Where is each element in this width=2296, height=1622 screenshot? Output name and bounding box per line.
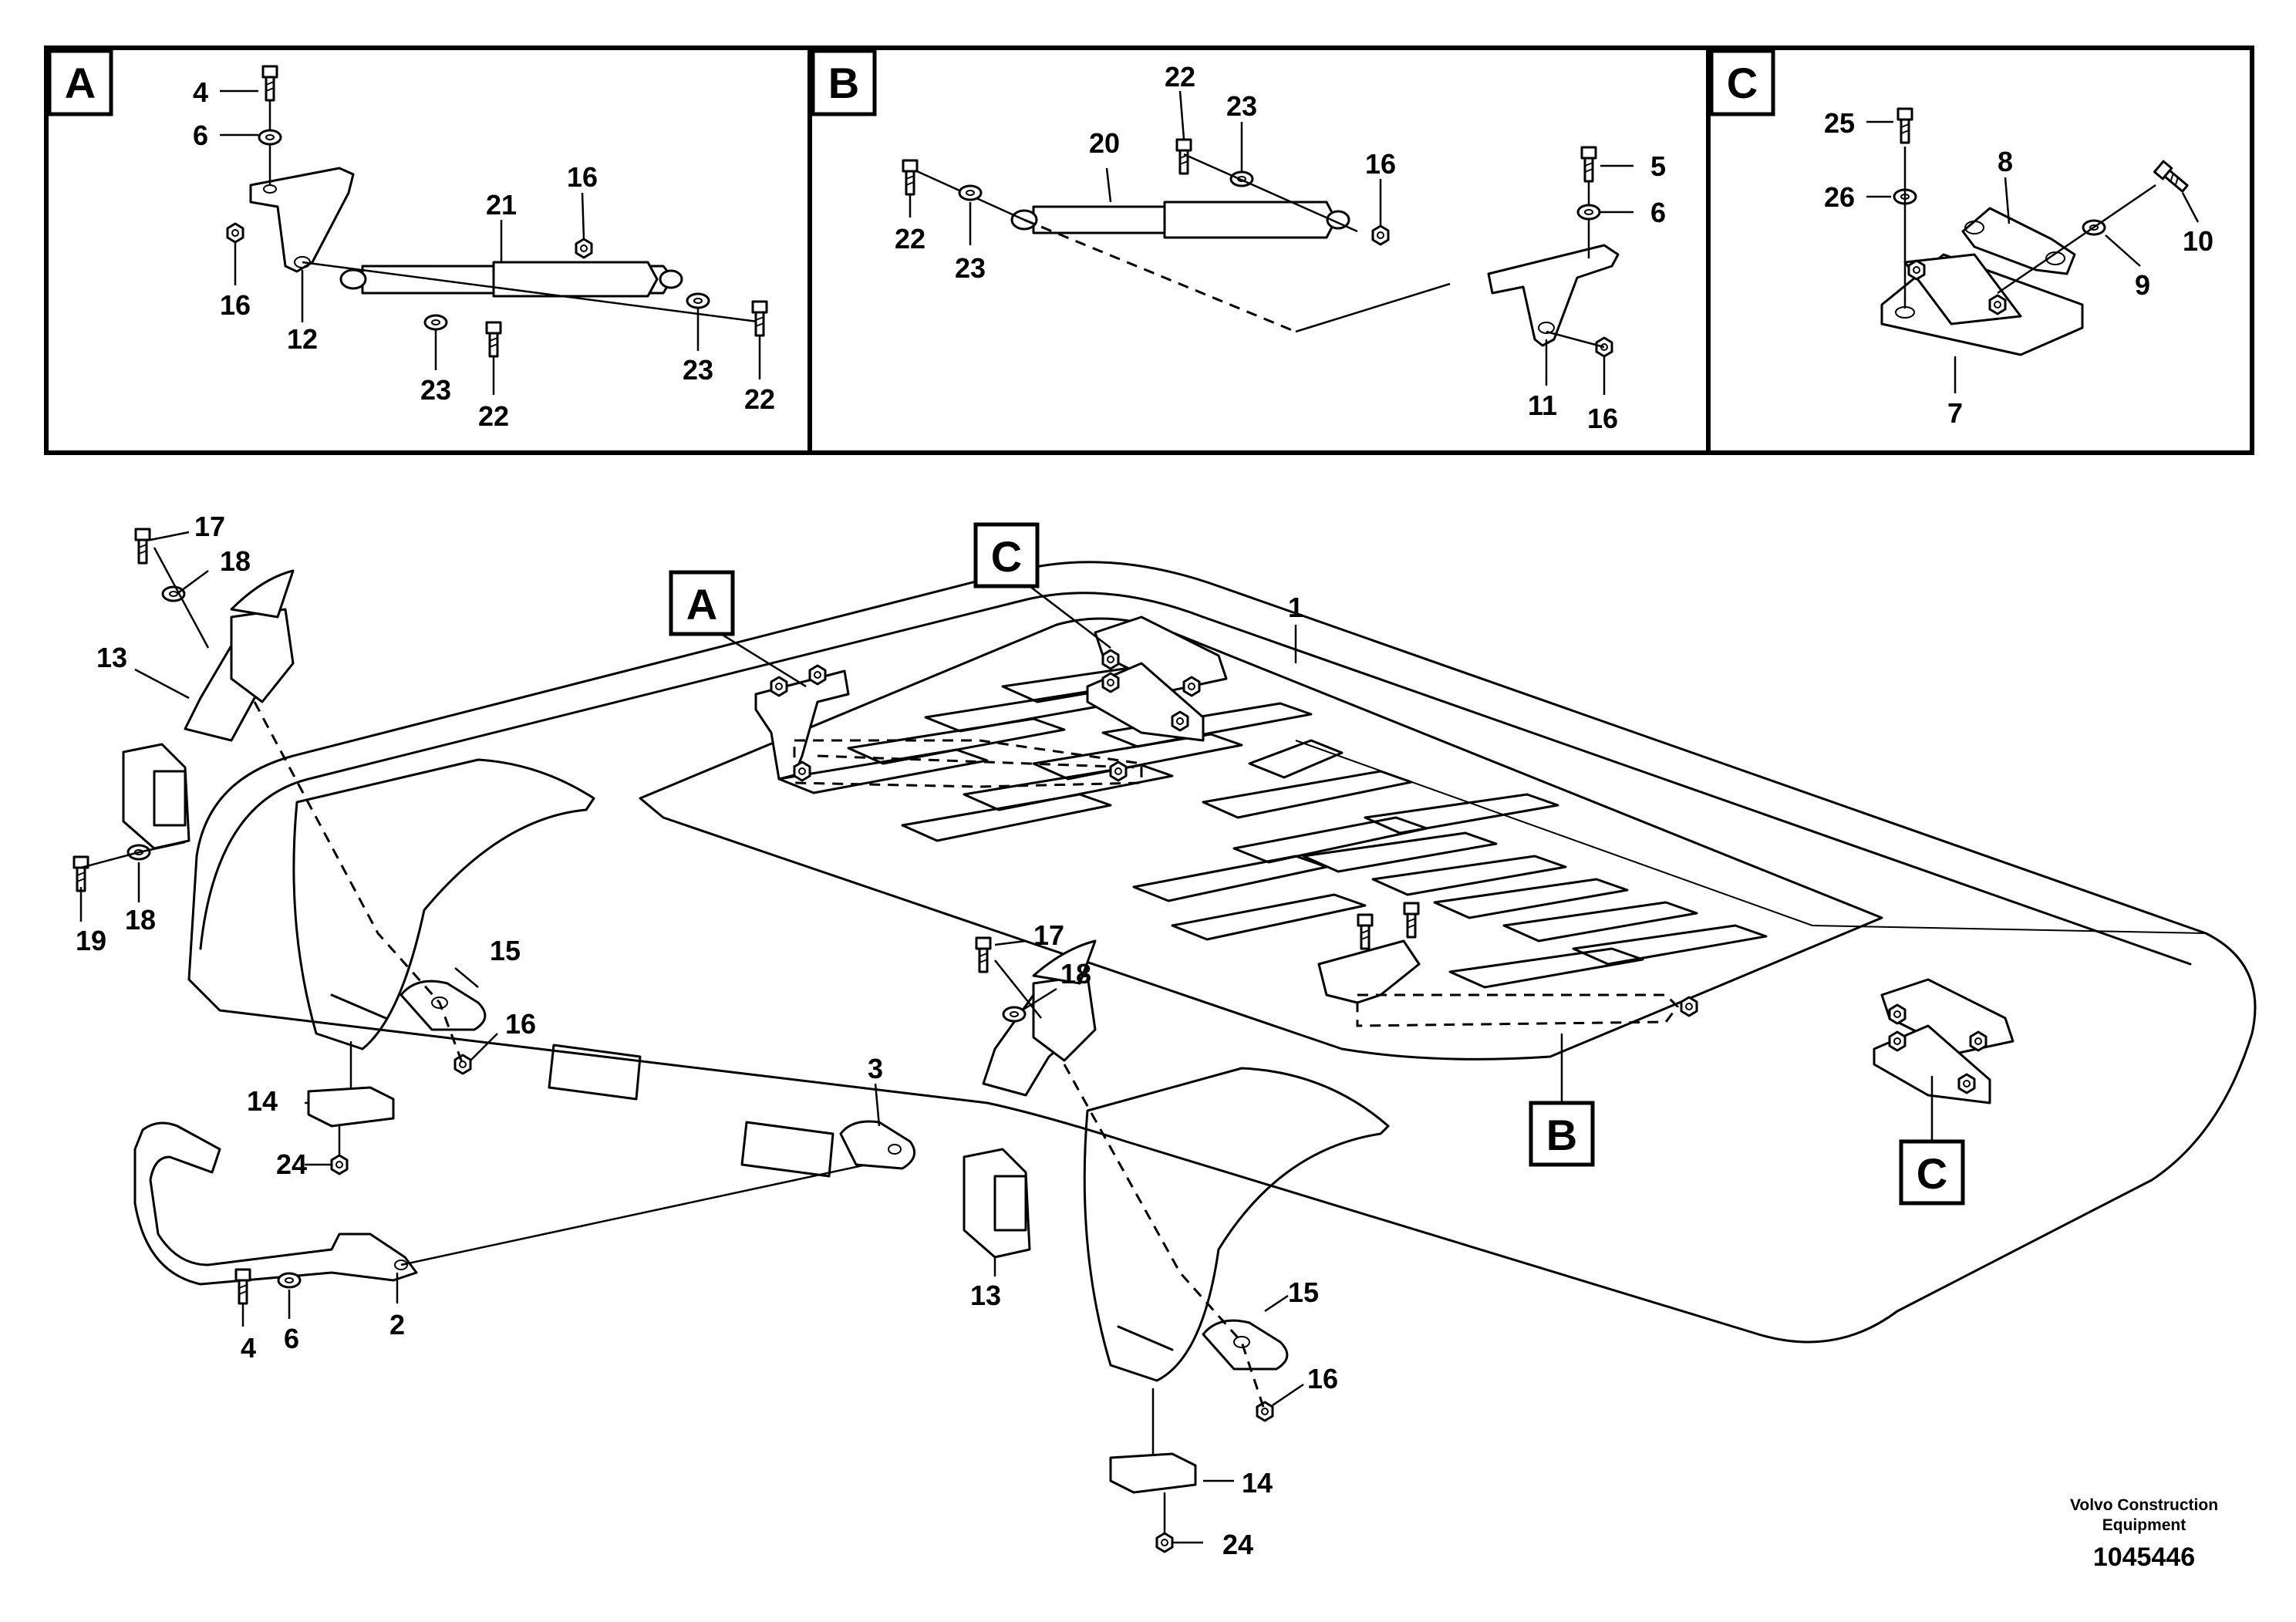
label-1: 1 xyxy=(1288,592,1303,623)
right-handle-recess xyxy=(1083,1067,1390,1382)
label-23: 23 xyxy=(1226,90,1257,122)
label-4: 4 xyxy=(241,1332,256,1364)
label-21: 21 xyxy=(486,189,517,221)
brand-line-2: Equipment xyxy=(2102,1516,2186,1534)
label-16: 16 xyxy=(1307,1363,1338,1394)
detail-panel-a: A 4 6 21 16 16 12 23 xyxy=(44,46,812,455)
label-18: 18 xyxy=(1060,958,1091,990)
label-17: 17 xyxy=(1033,919,1064,951)
callout-tag-c: C xyxy=(1917,1149,1947,1198)
label-22: 22 xyxy=(478,400,509,432)
label-24: 24 xyxy=(276,1148,307,1180)
label-18: 18 xyxy=(125,904,156,936)
label-7: 7 xyxy=(1947,397,1963,429)
label-22: 22 xyxy=(744,383,775,415)
brand-line-1: Volvo Construction xyxy=(2070,1496,2218,1514)
label-14: 14 xyxy=(1242,1467,1273,1499)
label-15: 15 xyxy=(490,935,521,966)
callout-tag-a: A xyxy=(686,580,717,629)
label-15: 15 xyxy=(1288,1276,1319,1308)
label-23: 23 xyxy=(420,374,451,406)
label-20: 20 xyxy=(1089,127,1120,159)
footer: Volvo Construction Equipment 1045446 xyxy=(2070,1496,2218,1572)
label-10: 10 xyxy=(2183,225,2213,257)
roof-panel-outline xyxy=(187,561,2257,1344)
label-18: 18 xyxy=(220,545,251,577)
document-number: 1045446 xyxy=(2093,1543,2195,1572)
label-13: 13 xyxy=(96,642,127,673)
callout-tag-c: C xyxy=(991,532,1022,581)
vent-slots xyxy=(777,658,1768,989)
detail-panel-c: C 25 8 26 10 9 7 xyxy=(1706,46,2254,455)
label-6: 6 xyxy=(284,1323,299,1354)
label-16: 16 xyxy=(1365,148,1396,180)
panel-title-a: A xyxy=(65,59,96,107)
panel-title-b: B xyxy=(828,59,859,107)
label-8: 8 xyxy=(1998,146,2013,177)
label-17: 17 xyxy=(194,511,225,542)
label-23: 23 xyxy=(955,252,986,284)
label-13: 13 xyxy=(970,1280,1001,1311)
label-3: 3 xyxy=(868,1053,883,1084)
label-25: 25 xyxy=(1824,107,1855,139)
label-16: 16 xyxy=(1587,403,1618,434)
panel-title-c: C xyxy=(1727,59,1758,107)
label-16: 16 xyxy=(220,289,251,321)
label-6: 6 xyxy=(193,120,208,151)
vent-panel xyxy=(639,617,1883,1061)
detail-panel-b: B 22 23 20 16 xyxy=(807,46,1711,455)
label-16: 16 xyxy=(505,1008,536,1040)
callout-tag-b: B xyxy=(1546,1111,1577,1159)
left-handle-recess xyxy=(292,758,595,1050)
label-16: 16 xyxy=(567,161,598,193)
label-24: 24 xyxy=(1222,1529,1253,1560)
label-23: 23 xyxy=(683,354,713,386)
label-26: 26 xyxy=(1824,181,1855,213)
label-11: 11 xyxy=(1528,389,1557,421)
roof-assembly: A C B C 17 18 13 19 xyxy=(72,511,2257,1560)
label-12: 12 xyxy=(287,323,318,355)
label-14: 14 xyxy=(247,1085,278,1117)
label-5: 5 xyxy=(1650,150,1666,182)
label-6: 6 xyxy=(1650,197,1666,228)
label-22: 22 xyxy=(1165,61,1195,93)
label-9: 9 xyxy=(2135,269,2150,301)
label-4: 4 xyxy=(193,76,208,108)
label-22: 22 xyxy=(895,223,925,255)
label-2: 2 xyxy=(389,1309,405,1340)
label-19: 19 xyxy=(76,925,106,956)
